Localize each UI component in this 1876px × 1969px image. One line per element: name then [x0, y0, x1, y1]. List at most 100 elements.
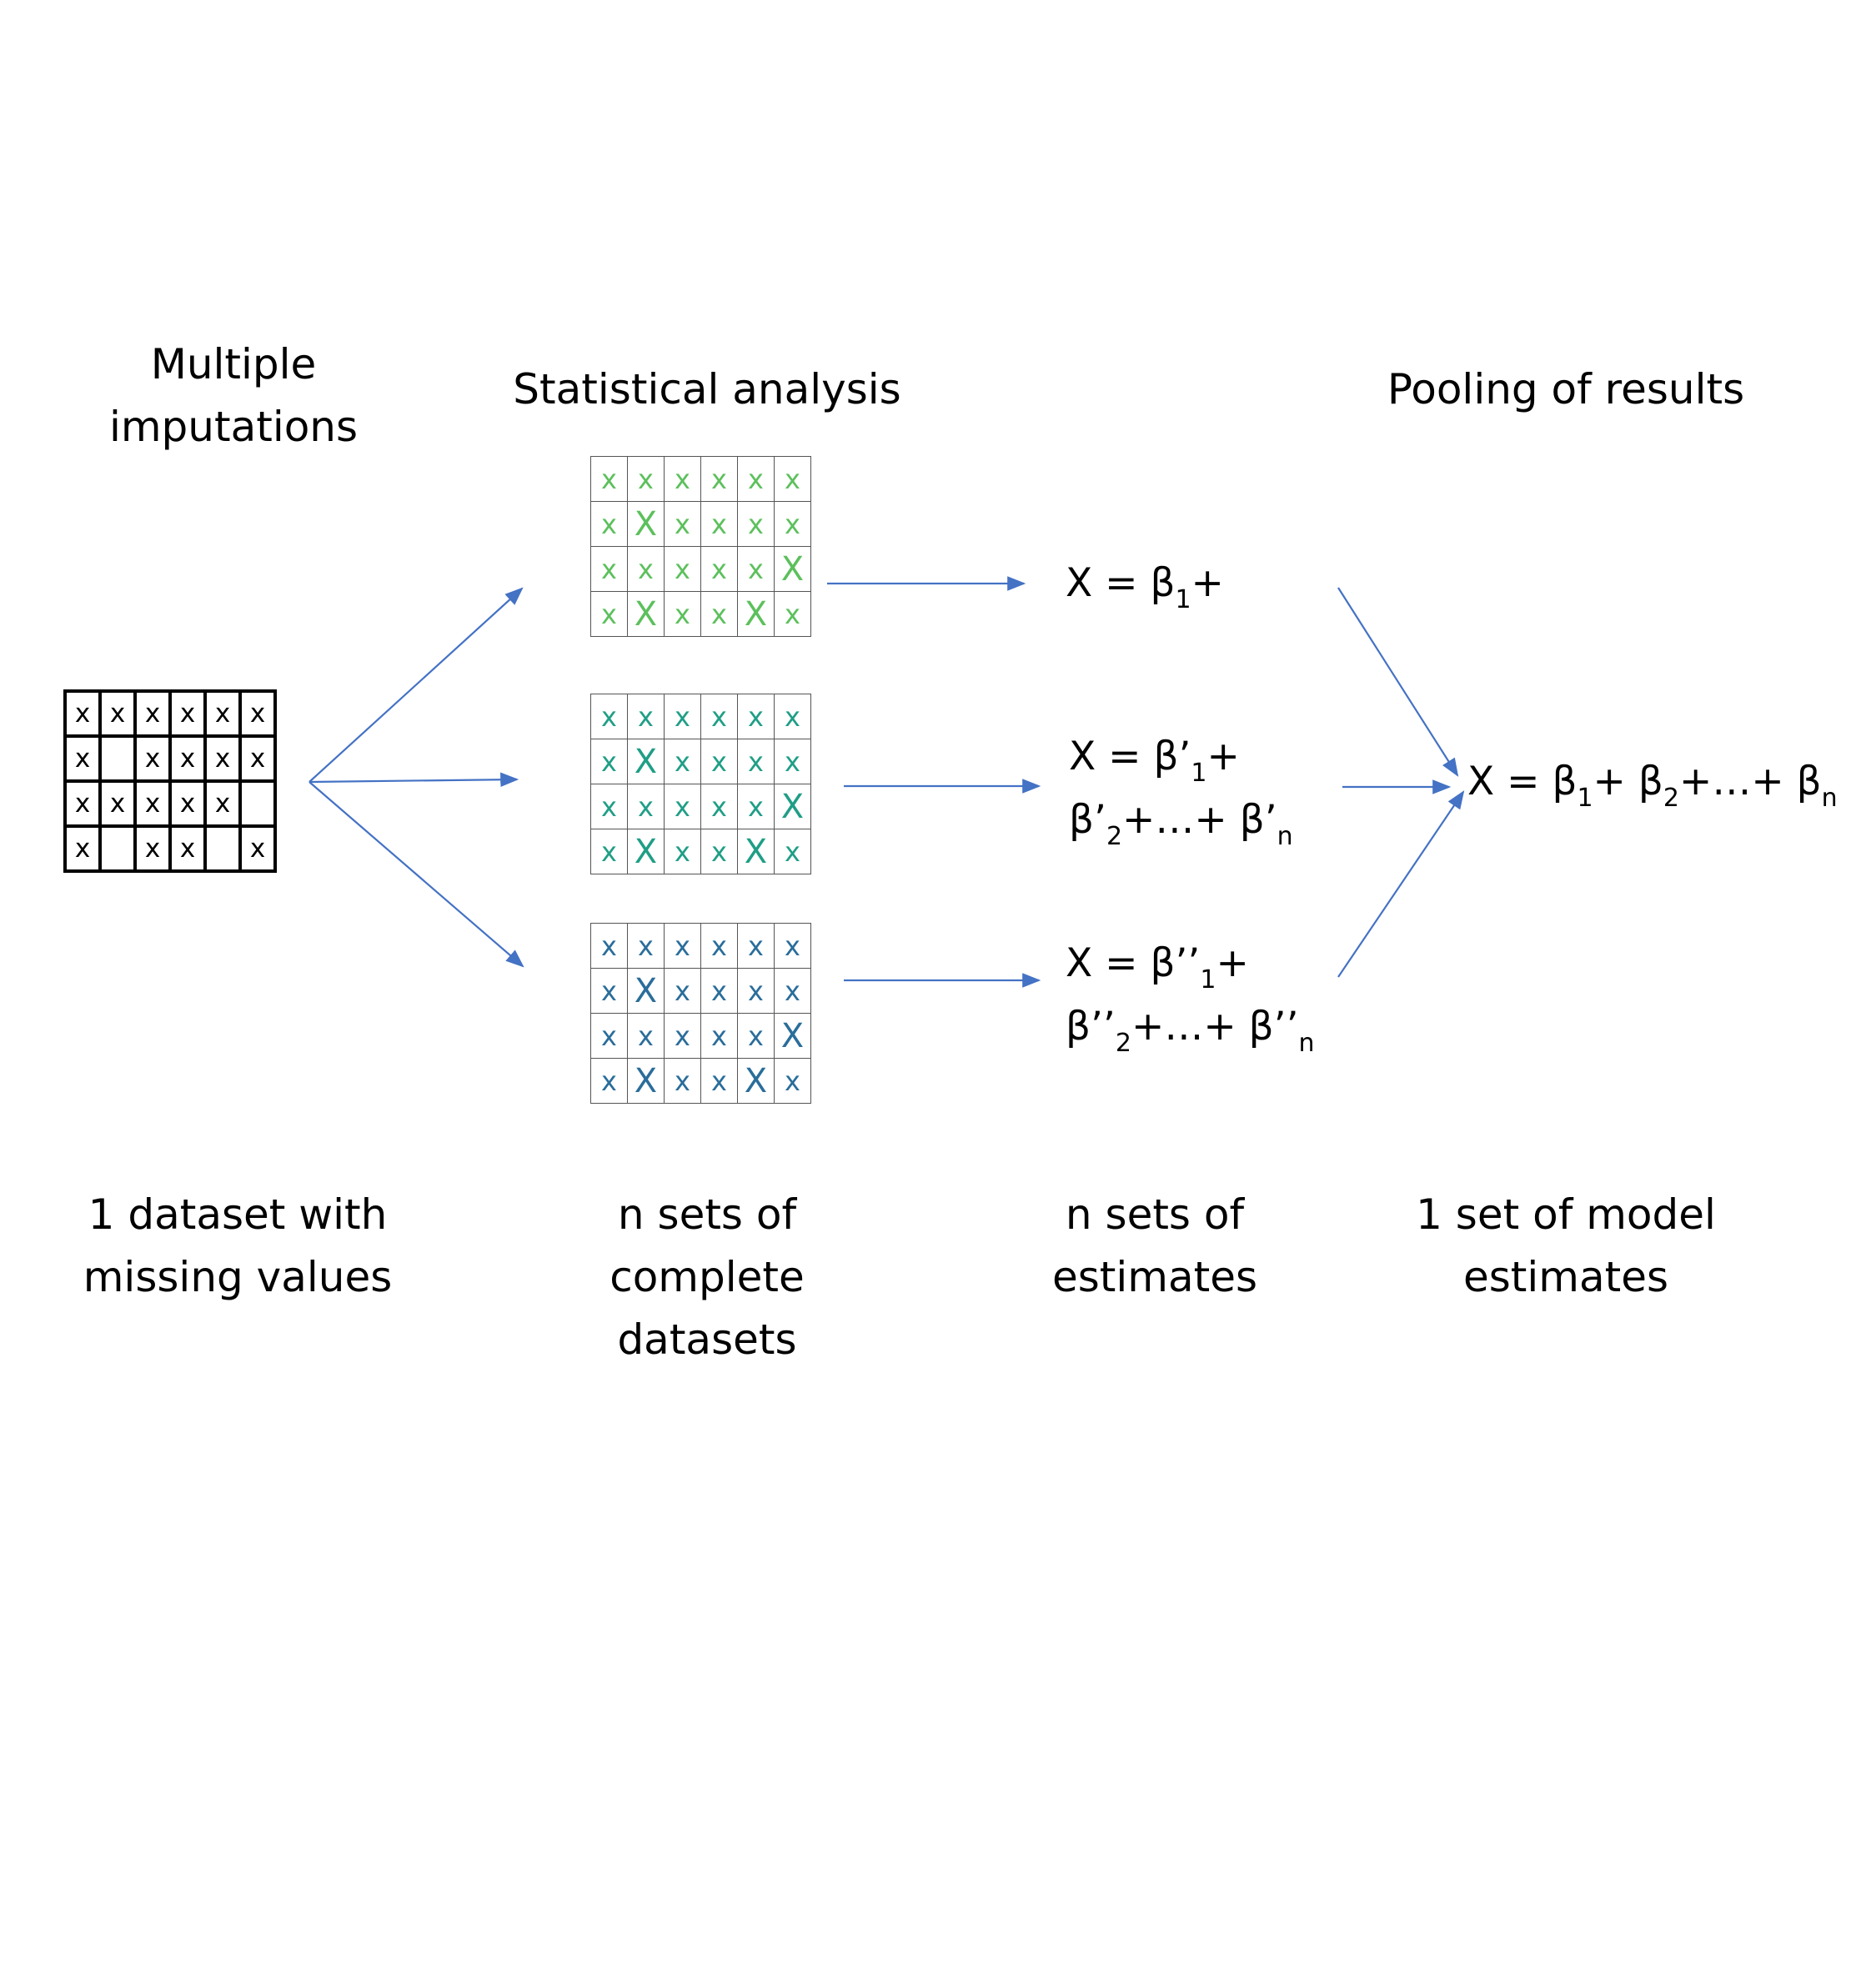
arrow-to-dataset-3	[308, 781, 524, 968]
label-line: 1 dataset with	[88, 1190, 388, 1239]
eq-subscript: 2	[1663, 784, 1679, 813]
grid-cell: x	[664, 591, 701, 637]
grid-cell: X	[774, 1013, 811, 1059]
grid-cell: X	[737, 591, 775, 637]
estimate-equation-2: X = β’1+ β’2+…+ β’n	[1069, 725, 1293, 852]
grid-cell: x	[700, 829, 738, 874]
arrow-to-dataset-1	[308, 587, 524, 783]
grid-cell: x	[664, 784, 701, 829]
grid-cell: x	[700, 694, 738, 739]
grid-cell: x	[590, 968, 628, 1014]
grid-cell: x	[133, 824, 172, 873]
grid-cell: x	[774, 923, 811, 969]
grid-cell: x	[664, 739, 701, 784]
grid-cell: x	[63, 689, 102, 738]
eq-term: X = β’’	[1066, 940, 1201, 986]
grid-cell: x	[700, 968, 738, 1014]
eq-term: β’	[1069, 797, 1106, 843]
label-line: n sets of	[617, 1190, 797, 1239]
grid-cell: X	[627, 829, 665, 874]
grid-cell: x	[238, 689, 277, 738]
header-statistical-analysis: Statistical analysis	[513, 358, 900, 421]
grid-cell: x	[737, 694, 775, 739]
header-line: Pooling of results	[1387, 365, 1745, 413]
header-line: imputations	[108, 403, 359, 451]
eq-term: β’’	[1066, 1004, 1116, 1050]
grid-cell: x	[63, 779, 102, 828]
eq-subscript: 2	[1106, 822, 1123, 851]
grid-cell: x	[590, 829, 628, 874]
label-line: 1 set of model	[1416, 1190, 1716, 1239]
grid-cell: X	[627, 968, 665, 1014]
grid-cell: x	[774, 1058, 811, 1104]
eq-line: β’’2+…+ β’’n	[1066, 995, 1315, 1059]
arrow-pool-from-3	[1337, 790, 1465, 978]
label-input-dataset: 1 dataset with missing values	[83, 1184, 393, 1309]
eq-term: +…+ β	[1678, 759, 1822, 804]
grid-cell: x	[133, 779, 172, 828]
eq-subscript: 2	[1115, 1029, 1131, 1058]
grid-cell: x	[98, 779, 137, 828]
grid-cell: x	[774, 501, 811, 547]
grid-cell: x	[627, 694, 665, 739]
label-line: datasets	[617, 1315, 797, 1364]
grid-cell	[98, 824, 137, 873]
grid-cell: x	[774, 968, 811, 1014]
label-line: n sets of	[1065, 1190, 1245, 1239]
header-multiple-imputations: Multiple imputations	[109, 333, 358, 458]
eq-subscript: 1	[1175, 585, 1191, 614]
eq-subscript: 1	[1191, 759, 1207, 788]
grid-cell: X	[737, 1058, 775, 1104]
label-model-estimates: 1 set of model estimates	[1416, 1184, 1716, 1309]
header-line: Statistical analysis	[513, 365, 901, 413]
eq-line: X = β’’1+	[1066, 932, 1315, 995]
label-line: estimates	[1051, 1253, 1258, 1301]
grid-cell: x	[168, 734, 207, 783]
grid-cell: x	[664, 546, 701, 592]
grid-cell: x	[737, 784, 775, 829]
eq-subscript: n	[1298, 1029, 1315, 1058]
grid-cell: x	[168, 689, 207, 738]
grid-cell: x	[737, 501, 775, 547]
grid-cell: x	[238, 824, 277, 873]
grid-cell: x	[133, 689, 172, 738]
grid-cell: x	[737, 923, 775, 969]
eq-term: +	[1206, 734, 1240, 779]
grid-cell: X	[627, 739, 665, 784]
grid-cell: x	[238, 734, 277, 783]
grid-cell: x	[700, 456, 738, 502]
grid-cell: x	[63, 824, 102, 873]
eq-term: X = β	[1066, 560, 1176, 606]
grid-cell: x	[98, 689, 137, 738]
grid-cell: x	[590, 456, 628, 502]
grid-cell: x	[700, 1013, 738, 1059]
eq-subscript: n	[1821, 784, 1838, 813]
grid-cell: x	[774, 829, 811, 874]
header-line: Multiple	[150, 340, 317, 388]
grid-cell: x	[627, 546, 665, 592]
estimate-equation-3: X = β’’1+ β’’2+…+ β’’n	[1066, 932, 1315, 1059]
grid-cell: x	[168, 779, 207, 828]
eq-term: +	[1191, 560, 1224, 606]
label-line: complete	[609, 1253, 805, 1301]
grid-cell: X	[627, 1058, 665, 1104]
estimate-equation-1: X = β1+	[1066, 552, 1224, 615]
grid-cell: x	[627, 1013, 665, 1059]
grid-cell	[98, 734, 137, 783]
eq-term: +	[1216, 940, 1249, 986]
grid-cell: x	[63, 734, 102, 783]
grid-cell: X	[627, 591, 665, 637]
eq-term: X = β	[1467, 759, 1578, 804]
label-sets-of-estimates: n sets of estimates	[1052, 1184, 1257, 1309]
